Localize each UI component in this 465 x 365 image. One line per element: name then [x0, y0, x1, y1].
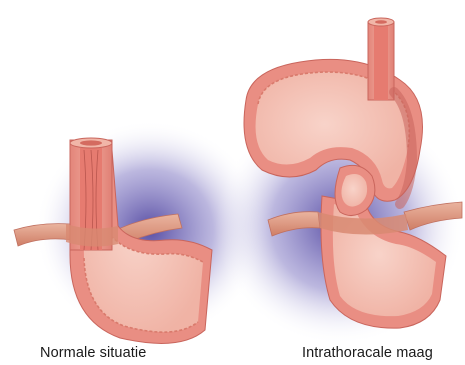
intrathoracic-anatomy	[215, 18, 465, 345]
esophagus-opening-lumen	[80, 140, 102, 145]
esophagus-lining	[374, 26, 388, 100]
caption-normal: Normale situatie	[40, 343, 146, 363]
esophagus-opening-lumen	[375, 20, 387, 24]
caption-intrathoracic: Intrathoracale maag	[302, 343, 465, 363]
